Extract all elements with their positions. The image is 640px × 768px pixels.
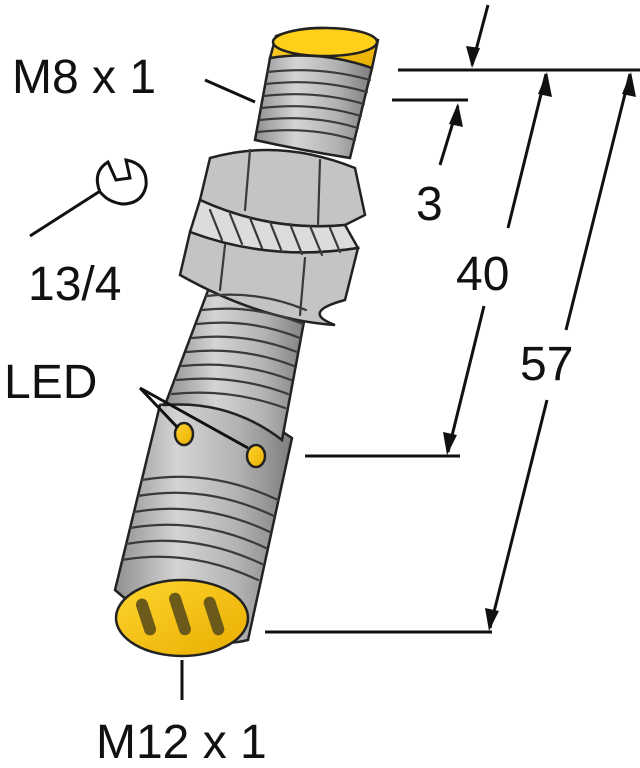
dimension-3-label: 3: [416, 178, 443, 231]
dimension-lines: [138, 4, 640, 700]
nut-facets: [218, 148, 322, 317]
sensor-body: [113, 26, 380, 658]
wrench-size-label: 13/4: [28, 258, 121, 311]
dimension-57-label: 57: [520, 338, 573, 391]
connector-threads: [120, 475, 280, 582]
upper-threads: [256, 69, 372, 142]
connector-pins: [135, 592, 225, 636]
sensor-face: [271, 26, 379, 58]
thread-size-bottom-label: M12 x 1: [96, 716, 267, 768]
thread-size-top-label: M8 x 1: [12, 51, 156, 104]
washer-serrations: [208, 208, 342, 257]
led-indicator-2: [245, 443, 267, 469]
wrench-icon: [29, 158, 148, 238]
dimension-40-label: 40: [456, 248, 509, 301]
led-indicator-1: [173, 421, 195, 447]
led-label: LED: [4, 356, 97, 409]
lower-threads: [170, 293, 308, 410]
